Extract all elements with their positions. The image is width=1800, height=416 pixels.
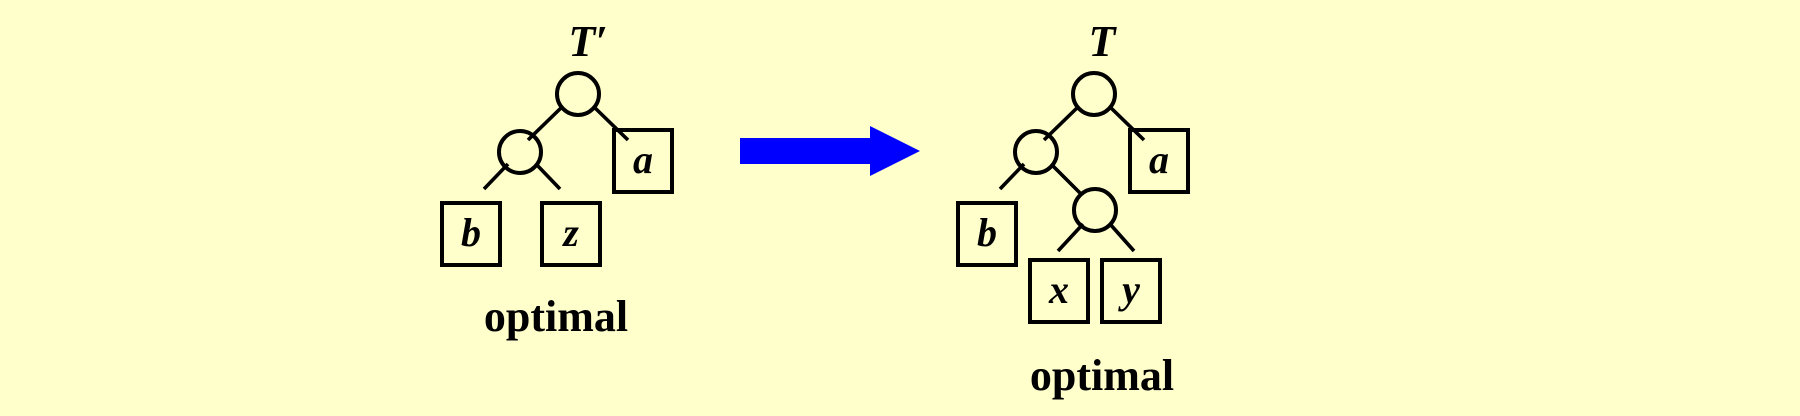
right-edge-root-leaf-a	[1107, 104, 1146, 142]
right-tree-title: T	[1089, 17, 1118, 66]
right-leaf-a: a	[1128, 128, 1190, 194]
right-root-node	[1071, 71, 1117, 117]
right-lower-internal-node	[1072, 187, 1118, 233]
right-leaf-a-label: a	[1149, 137, 1169, 182]
left-leaf-z: z	[540, 201, 602, 267]
left-edge-root-leaf-a	[591, 104, 630, 142]
right-leaf-y: y	[1100, 258, 1162, 324]
right-leaf-x: x	[1028, 258, 1090, 324]
right-edge-lower-leaf-y	[1108, 222, 1136, 253]
left-leaf-z-label: z	[561, 210, 579, 255]
left-leaf-a-label: a	[633, 137, 653, 182]
left-leaf-b: b	[440, 201, 502, 267]
right-tree-caption: optimal	[1030, 351, 1174, 400]
transform-arrow	[740, 126, 920, 176]
left-leaf-a: a	[612, 128, 674, 194]
left-internal-node	[497, 129, 543, 175]
right-leaf-b: b	[956, 201, 1018, 267]
left-tree-title: T′	[568, 17, 607, 66]
right-internal-node	[1013, 129, 1059, 175]
right-leaf-x-label: x	[1048, 267, 1069, 312]
right-edge-internal-lower	[1049, 162, 1082, 195]
right-leaf-b-label: b	[977, 210, 997, 255]
left-edge-internal-leaf-z	[534, 162, 562, 191]
left-tree: T′ a b z optimal	[440, 17, 674, 341]
left-leaf-b-label: b	[461, 210, 481, 255]
right-leaf-y-label: y	[1118, 267, 1140, 312]
right-edge-lower-leaf-x	[1056, 222, 1085, 253]
left-root-node	[555, 71, 601, 117]
left-tree-caption: optimal	[484, 292, 628, 341]
right-tree: T a b x y optimal	[956, 17, 1190, 400]
